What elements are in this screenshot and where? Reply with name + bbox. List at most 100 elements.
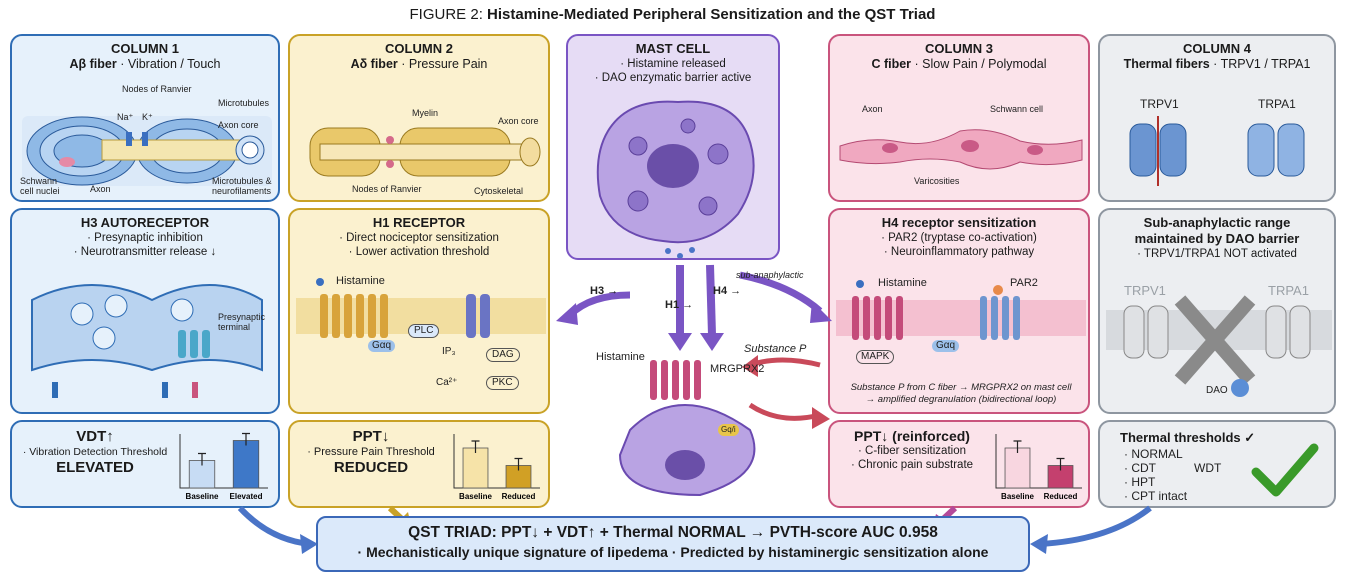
mast-cell-bullet-1: · Histamine released (620, 58, 726, 70)
gqi-label: Gq/i (718, 424, 739, 436)
column3-subtitle-text: · Slow Pain / Polymodal (911, 57, 1047, 71)
vdt-panel: VDT↑ · Vibration Detection Threshold ELE… (10, 420, 280, 508)
h4-arrow-label: H4 → (713, 285, 742, 297)
h1-header: H1 RECEPTOR (372, 215, 466, 230)
thermal-thresholds-panel: Thermal thresholds ✓ · NORMAL · CDT WDT … (1098, 420, 1336, 508)
ppt-reinforced-title: PPT↓ (reinforced) (854, 428, 970, 444)
h1-receptor-panel: H1 RECEPTOR · Direct nociceptor sensitiz… (288, 208, 550, 414)
h3-header: H3 AUTORECEPTOR (80, 215, 210, 230)
vdt-errorbar-0 (198, 452, 206, 466)
c-fiber-label: C fiber (871, 57, 912, 71)
substance-p-caption-1: Substance P from C fiber → MRGPRX2 on ma… (850, 382, 1072, 393)
ppt-panel: PPT↓ · Pressure Pain Threshold REDUCED B… (288, 420, 550, 508)
column1-subtitle-text: · Vibration / Touch (116, 57, 221, 71)
pkc-label: PKC (486, 376, 519, 390)
thermal-item-cpt: · CPT intact (1124, 489, 1188, 503)
trpa1-label: TRPA1 (1258, 97, 1296, 111)
qst-triad-box: QST TRIAD: PPT↓ + VDT↑ + Thermal NORMAL … (316, 516, 1030, 572)
column2-header: COLUMN 2 (385, 41, 453, 56)
ppt-tick-label-1: Reduced (502, 492, 536, 501)
ppt-errorbar-1 (514, 457, 523, 471)
presynaptic-terminal-label: Presynaptic terminal (218, 312, 266, 332)
h1-bullet-2: · Lower activation threshold (348, 246, 490, 258)
substance-p-caption-2: → amplified degranulation (bidirectional… (865, 394, 1057, 405)
figure-title: FIGURE 2: Histamine-Mediated Peripheral … (0, 6, 1345, 23)
column2-subtitle-text: · Pressure Pain (397, 57, 488, 71)
ppt-reinforced-line2: · Chronic pain substrate (850, 459, 974, 471)
ppt-bar-0 (462, 447, 489, 489)
sub-anaphylactic-arrow-label: sub-anaphylactic (736, 270, 804, 280)
mrgprx2-label: MRGPRX2 (710, 363, 765, 375)
dao-barrier-illustration (1106, 295, 1332, 397)
h3-bullet-1: · Presynaptic inhibition (87, 232, 203, 244)
h4-receptor-panel: H4 receptor sensitization · PAR2 (trypta… (828, 208, 1090, 414)
substance-p-label: Substance P (744, 343, 807, 355)
adelta-fiber-label: Aδ fiber (350, 57, 398, 71)
ppt-line2: REDUCED (333, 459, 409, 476)
dao-label: DAO (1206, 385, 1228, 396)
column3-subtitle: C fiber · Slow Pain / Polymodal (830, 57, 1088, 72)
k-label: K⁺ (142, 112, 153, 122)
myelin-label: Myelin (412, 108, 439, 118)
h1-bullet-1: · Direct nociceptor sensitization (339, 232, 499, 244)
c-fiber-illustration (839, 129, 1083, 170)
ca-label: Ca²⁺ (436, 377, 458, 388)
sub-anaphylactic-header-2: maintained by DAO barrier (1134, 231, 1300, 246)
vdt-title: VDT↑ (76, 428, 114, 445)
column3-header: COLUMN 3 (925, 41, 993, 56)
h1-arrow-label: H1 → (665, 299, 694, 311)
h3-arrow-label: H3 → (590, 285, 619, 297)
thermal-fibers-label: Thermal fibers (1123, 57, 1210, 71)
figure-prefix: FIGURE 2: (409, 6, 488, 23)
h4-pathway-illustration (836, 280, 1086, 340)
h4-bullet-2: · Neuroinflammatory pathway (883, 246, 1035, 258)
figure-title-text: Histamine-Mediated Peripheral Sensitizat… (487, 6, 936, 23)
ppt-errorbar-0 (471, 440, 480, 453)
schwann-cell-label: Schwann cell nuclei (20, 176, 60, 196)
na-label: Na⁺ (117, 112, 134, 122)
ppt-reinforced-tick-label-1: Reduced (1044, 492, 1078, 501)
axon-core-label-2: Axon core (498, 116, 539, 126)
mast-cell-header: MAST CELL (635, 41, 711, 56)
column4-subtitle-text: · TRPV1 / TRPA1 (1209, 57, 1311, 71)
abeta-fiber-label: Aβ fiber (69, 57, 117, 71)
schwann-cell-label-3: Schwann cell (990, 104, 1044, 114)
mast-cell-panel: MAST CELL · Histamine released · DAO enz… (566, 34, 780, 260)
adelta-fiber-illustration (309, 127, 541, 177)
column1-header: COLUMN 1 (111, 41, 179, 56)
dag-label: DAG (486, 348, 520, 362)
histamine-label-h4: Histamine (878, 277, 927, 289)
ppt-reinforced-line1: · C-fiber sensitization (857, 445, 966, 457)
qst-triad-line1: QST TRIAD: PPT↓ + VDT↑ + Thermal NORMAL … (408, 524, 938, 541)
qst-triad-line2: · Mechanistically unique signature of li… (357, 544, 989, 560)
plc-label: PLC (408, 324, 440, 338)
gq-label-h1: Gαq (368, 340, 396, 352)
vdt-tick-label-1: Elevated (230, 492, 263, 501)
h3-autoreceptor-panel: H3 AUTORECEPTOR · Presynaptic inhibition… (10, 208, 280, 414)
column4-subtitle: Thermal fibers · TRPV1 / TRPA1 (1100, 57, 1334, 72)
h3-synapse-illustration (31, 284, 263, 398)
nodes-of-ranvier-label-2: Nodes of Ranvier (352, 184, 422, 194)
ip3-label: IP₃ (442, 346, 456, 357)
center-signaling-arrows (556, 264, 832, 497)
axon-label-3: Axon (862, 104, 883, 114)
thermal-item-normal: · NORMAL (1124, 447, 1183, 461)
par2-label: PAR2 (1010, 277, 1038, 289)
mast-cell-illustration (596, 100, 755, 258)
microtubules-label: Microtubules (218, 98, 270, 108)
axon-label: Axon (90, 184, 111, 194)
column2-subtitle: Aδ fiber · Pressure Pain (290, 57, 548, 72)
mast-cell-bullet-2: · DAO enzymatic barrier active (594, 72, 752, 84)
vdt-bar-1 (232, 440, 260, 489)
vdt-errorbar-1 (242, 432, 250, 446)
column2-panel: COLUMN 2 Aδ fiber · Pressure Pain Myelin… (288, 34, 550, 202)
thermal-item-hpt: · HPT (1124, 475, 1156, 489)
check-icon (1251, 443, 1319, 497)
sub-anaphylactic-bullet: · TRPV1/TRPA1 NOT activated (1137, 248, 1297, 260)
column4-header: COLUMN 4 (1183, 41, 1251, 56)
thermal-item-wdt: WDT (1194, 461, 1222, 475)
vdt-line1: · Vibration Detection Threshold (22, 446, 168, 458)
ppt-reinforced-panel: PPT↓ (reinforced) · C-fiber sensitizatio… (828, 420, 1090, 508)
